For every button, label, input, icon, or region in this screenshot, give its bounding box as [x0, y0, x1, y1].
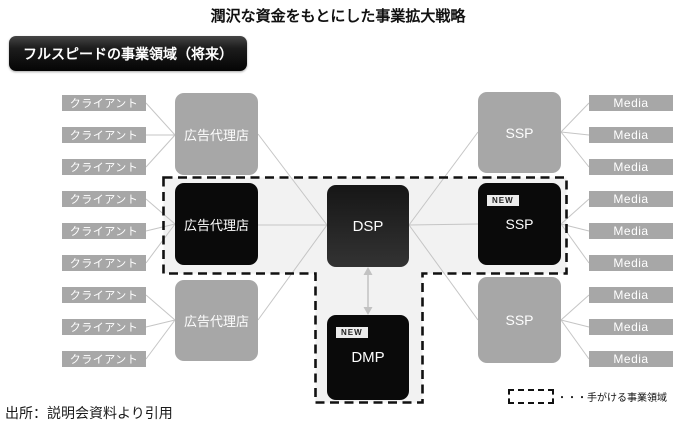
client-box: クライアント [62, 95, 146, 111]
client-box: クライアント [62, 351, 146, 367]
client-box: クライアント [62, 223, 146, 239]
media-box: Media [589, 191, 673, 207]
media-box: Media [589, 319, 673, 335]
agency-box-top: 広告代理店 [175, 93, 258, 175]
agency-box-middle: 広告代理店 [175, 183, 258, 265]
media-box: Media [589, 95, 673, 111]
new-badge: NEW [336, 327, 368, 338]
dmp-box: NEW DMP [327, 315, 409, 400]
dashed-area-icon [508, 389, 554, 404]
business-area-region [163, 177, 567, 403]
new-badge: NEW [487, 195, 519, 206]
ssp-box-top: SSP [478, 92, 561, 173]
media-box: Media [589, 159, 673, 175]
client-box: クライアント [62, 287, 146, 303]
dsp-box: DSP [327, 185, 409, 267]
ssp-box-bottom: SSP [478, 277, 561, 363]
scope-label: フルスピードの事業領域（将来） [9, 36, 247, 71]
media-box: Media [589, 255, 673, 271]
bidirectional-arrow-icon [363, 267, 373, 315]
agency-box-bottom: 広告代理店 [175, 280, 258, 361]
client-box: クライアント [62, 127, 146, 143]
page-title: 潤沢な資金をもとにした事業拡大戦略 [210, 8, 466, 25]
client-box: クライアント [62, 319, 146, 335]
media-box: Media [589, 127, 673, 143]
ssp-middle-label: SSP [505, 216, 534, 232]
media-box: Media [589, 351, 673, 367]
connector-lines [145, 102, 590, 360]
source-note: 出所：説明会資料より引用 [5, 405, 173, 421]
media-box: Media [589, 223, 673, 239]
legend-label: ・・・手がける事業領域 [557, 393, 667, 404]
business-area-border [162, 176, 568, 404]
client-box: クライアント [62, 255, 146, 271]
client-box: クライアント [62, 159, 146, 175]
dmp-label: DMP [351, 349, 385, 366]
ssp-box-middle: NEW SSP [478, 183, 561, 265]
media-box: Media [589, 287, 673, 303]
client-box: クライアント [62, 191, 146, 207]
legend: ・・・手がける事業領域 [508, 389, 667, 404]
